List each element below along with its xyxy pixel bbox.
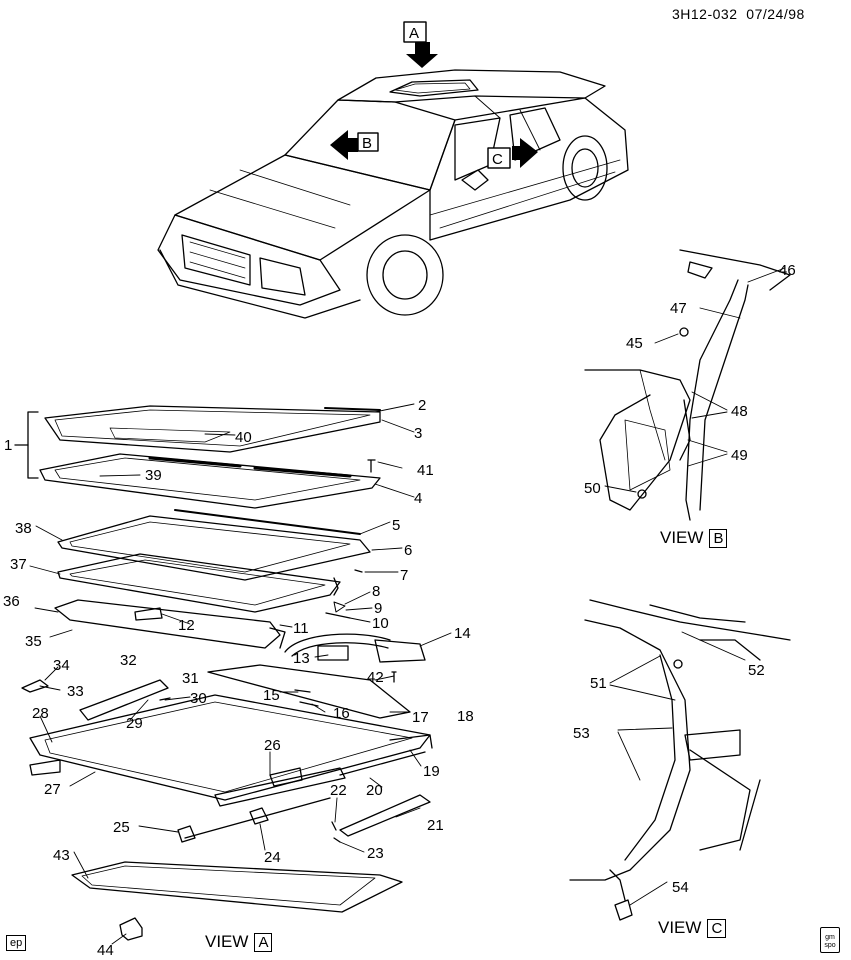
callout-30: 30 <box>190 690 207 707</box>
callout-18: 18 <box>457 708 474 725</box>
callout-21: 21 <box>427 817 444 834</box>
callout-17: 17 <box>412 709 429 726</box>
callout-42: 42 <box>367 669 384 686</box>
view-c-detail <box>569 599 791 921</box>
diagram-code: 3H12-032 07/24/98 <box>672 6 805 22</box>
arrow-letter-a: A <box>409 25 419 42</box>
callout-16: 16 <box>333 705 350 722</box>
callout-38: 38 <box>15 520 32 537</box>
callout-41: 41 <box>417 462 434 479</box>
callout-39: 39 <box>145 467 162 484</box>
sunroof-exploded-view <box>14 405 433 941</box>
callout-20: 20 <box>366 782 383 799</box>
callout-3: 3 <box>414 425 422 442</box>
callout-46: 46 <box>779 262 796 279</box>
callout-12: 12 <box>178 617 195 634</box>
callout-52: 52 <box>748 662 765 679</box>
callout-45: 45 <box>626 335 643 352</box>
callout-27: 27 <box>44 781 61 798</box>
callout-51: 51 <box>590 675 607 692</box>
arrow-letter-c: C <box>492 151 503 168</box>
car-illustration <box>157 69 629 319</box>
callout-34: 34 <box>53 657 70 674</box>
callout-31: 31 <box>182 670 199 687</box>
callout-32: 32 <box>120 652 137 669</box>
callout-22: 22 <box>330 782 347 799</box>
view-b-detail <box>584 249 791 521</box>
callout-47: 47 <box>670 300 687 317</box>
callout-19: 19 <box>423 763 440 780</box>
callout-8: 8 <box>372 583 380 600</box>
callout-44: 44 <box>97 942 114 959</box>
callout-29: 29 <box>126 715 143 732</box>
callout-6: 6 <box>404 542 412 559</box>
callout-11: 11 <box>293 620 309 637</box>
callout-53: 53 <box>573 725 590 742</box>
callout-23: 23 <box>367 845 384 862</box>
callout-49: 49 <box>731 447 748 464</box>
view-arrow-c <box>512 138 538 168</box>
callout-9: 9 <box>374 600 382 617</box>
view-arrow-b <box>330 130 358 160</box>
callout-13: 13 <box>293 650 310 667</box>
callout-50: 50 <box>584 480 601 497</box>
callout-14: 14 <box>454 625 471 642</box>
callout-28: 28 <box>32 705 49 722</box>
callout-5: 5 <box>392 517 400 534</box>
callout-43: 43 <box>53 847 70 864</box>
arrow-letter-b: B <box>362 135 372 152</box>
callout-4: 4 <box>414 490 422 507</box>
callout-15: 15 <box>263 687 280 704</box>
callout-25: 25 <box>113 819 130 836</box>
callout-40: 40 <box>235 429 252 446</box>
callout-2: 2 <box>418 397 426 414</box>
callout-33: 33 <box>67 683 84 700</box>
corner-tag: ep <box>6 935 27 951</box>
callout-26: 26 <box>264 737 281 754</box>
view-arrow-a <box>406 42 438 68</box>
callout-10: 10 <box>372 615 389 632</box>
callout-35: 35 <box>25 633 42 650</box>
callout-7: 7 <box>400 567 408 584</box>
callout-leaders <box>29 267 786 945</box>
callout-1: 1 <box>4 437 12 454</box>
callout-24: 24 <box>264 849 281 866</box>
callout-48: 48 <box>731 403 748 420</box>
callout-36: 36 <box>3 593 20 610</box>
callout-54: 54 <box>672 879 689 896</box>
callout-37: 37 <box>10 556 27 573</box>
